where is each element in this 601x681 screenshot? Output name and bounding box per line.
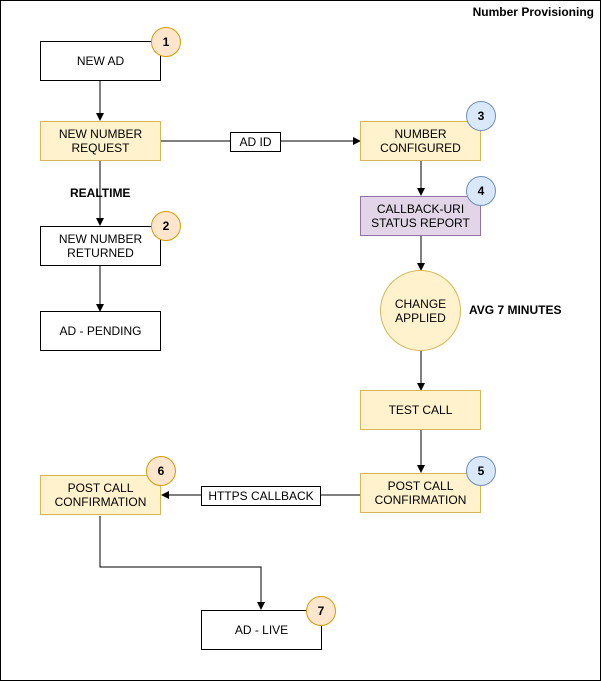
edge-left-to-live <box>99 516 265 610</box>
node-ad-pending[interactable]: AD - PENDING <box>40 311 161 351</box>
edge-label-https-callback: HTTPS CALLBACK <box>201 486 321 506</box>
edge-label-ad-id: AD ID <box>230 132 281 152</box>
step-badge-3: 3 <box>466 101 496 131</box>
node-post-call-confirmation-left[interactable]: POST CALL CONFIRMATION <box>40 475 161 515</box>
node-callback-uri-status-report-label: CALLBACK-URI STATUS REPORT <box>371 202 470 230</box>
node-post-call-confirmation-right-label: POST CALL CONFIRMATION <box>374 479 467 507</box>
step-badge-6: 6 <box>146 456 176 486</box>
node-callback-uri-status-report[interactable]: CALLBACK-URI STATUS REPORT <box>360 196 481 236</box>
node-new-ad[interactable]: NEW AD <box>40 41 161 81</box>
node-change-applied[interactable]: CHANGE APPLIED <box>380 270 461 351</box>
node-new-ad-label: NEW AD <box>76 54 125 68</box>
step-badge-1: 1 <box>151 27 181 57</box>
node-new-number-returned[interactable]: NEW NUMBER RETURNED <box>40 226 161 266</box>
step-badge-5: 5 <box>466 456 496 486</box>
node-ad-live[interactable]: AD - LIVE <box>201 610 322 650</box>
node-number-configured-label: NUMBER CONFIGURED <box>380 127 461 155</box>
node-post-call-confirmation-left-label: POST CALL CONFIRMATION <box>54 481 147 509</box>
diagram-title: Number Provisioning <box>472 5 594 19</box>
node-ad-live-label: AD - LIVE <box>234 623 289 637</box>
node-post-call-confirmation-right[interactable]: POST CALL CONFIRMATION <box>360 473 481 513</box>
node-test-call[interactable]: TEST CALL <box>360 390 481 430</box>
node-new-number-request-label: NEW NUMBER REQUEST <box>58 127 143 155</box>
step-badge-7: 7 <box>306 596 336 626</box>
node-change-applied-label: CHANGE APPLIED <box>394 296 447 325</box>
node-new-number-request[interactable]: NEW NUMBER REQUEST <box>40 121 161 161</box>
node-new-number-returned-label: NEW NUMBER RETURNED <box>58 232 143 260</box>
node-number-configured[interactable]: NUMBER CONFIGURED <box>360 121 481 161</box>
step-badge-2: 2 <box>151 211 181 241</box>
step-badge-4: 4 <box>466 176 496 206</box>
node-test-call-label: TEST CALL <box>388 403 453 417</box>
annotation-realtime: REALTIME <box>70 186 131 200</box>
node-ad-pending-label: AD - PENDING <box>59 324 142 338</box>
annotation-avg-7-minutes: AVG 7 MINUTES <box>469 303 562 317</box>
